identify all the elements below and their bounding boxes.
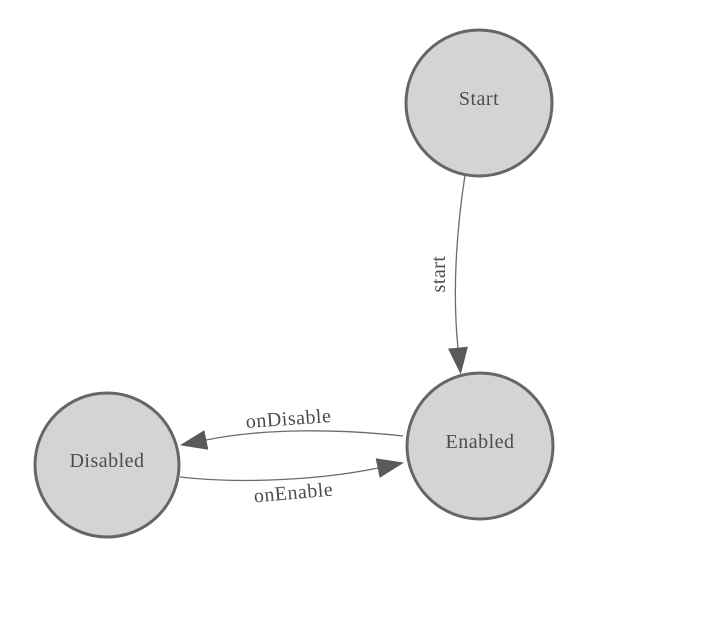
- state-node-start[interactable]: Start: [404, 28, 554, 178]
- state-label-start: Start: [459, 88, 499, 110]
- state-node-disabled[interactable]: Disabled: [33, 391, 181, 539]
- state-label-disabled: Disabled: [69, 450, 144, 472]
- edge-path-start-transition[interactable]: [448, 174, 468, 375]
- transition-start-transition: start: [428, 174, 468, 375]
- edge-label-on-enable-transition: onEnable: [253, 479, 334, 508]
- state-circle-enabled[interactable]: [405, 371, 555, 521]
- transition-on-enable-transition: onEnable: [179, 458, 405, 508]
- edge-label-on-disable-transition: onDisable: [245, 405, 332, 433]
- transition-on-disable-transition: onDisable: [179, 405, 404, 450]
- state-circle-start[interactable]: [404, 28, 554, 178]
- edge-path-on-disable-transition[interactable]: [179, 430, 404, 450]
- edge-label-start-transition: start: [428, 256, 450, 293]
- state-label-enabled: Enabled: [445, 431, 514, 453]
- state-node-enabled[interactable]: Enabled: [405, 371, 555, 521]
- state-circle-disabled[interactable]: [33, 391, 181, 539]
- edge-path-on-enable-transition[interactable]: [179, 458, 405, 482]
